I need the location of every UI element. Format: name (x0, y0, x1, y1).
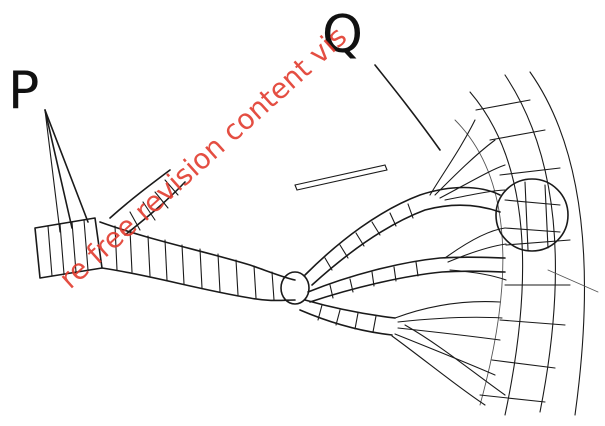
label-p: P (8, 61, 39, 121)
shell-outline (455, 72, 598, 415)
scale-bar (295, 165, 387, 190)
watermark-text: re free revision content vis (53, 20, 354, 295)
middle-arm (308, 228, 506, 302)
leader-p (45, 110, 88, 232)
leader-q (375, 65, 440, 150)
lower-arm (300, 300, 505, 405)
circled-node (496, 179, 568, 251)
